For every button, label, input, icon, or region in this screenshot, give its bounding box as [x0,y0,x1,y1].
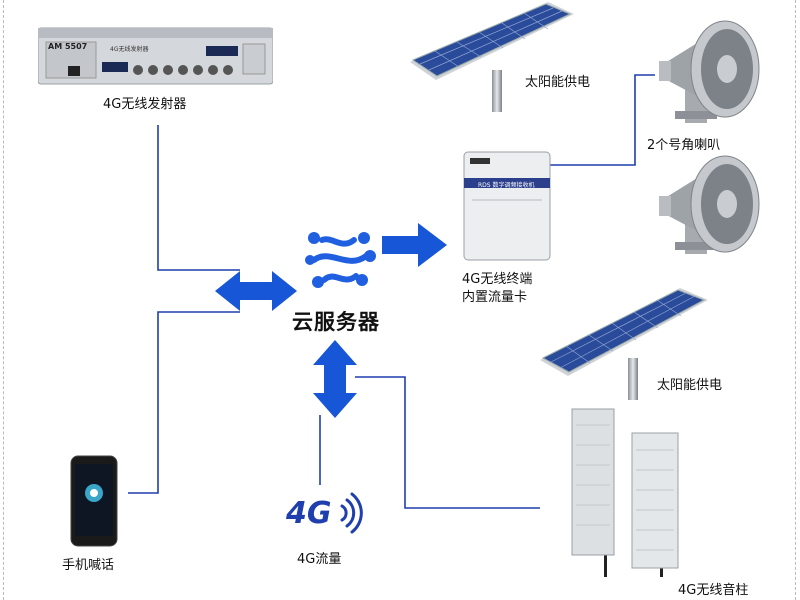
cloud-label: 云服务器 [292,310,380,334]
terminal-label-2: 内置流量卡 [462,290,528,305]
double-arrow-vertical [313,340,357,418]
wire-horns [548,74,655,166]
flow-label: 4G流量 [297,552,342,567]
right-border [795,0,796,600]
solar-top-label: 太阳能供电 [525,75,591,90]
solar-panel-bottom [532,280,712,405]
horns-label: 2个号角喇叭 [647,138,721,153]
wire-transmitter [157,125,240,271]
horn-speaker-2 [655,150,765,260]
left-border [3,0,4,600]
phone-label: 手机喊话 [62,558,115,573]
double-arrow-horizontal [215,271,297,311]
wire-columns [355,376,540,509]
terminal-box-title: RDS 数字调频接收机 [478,182,535,189]
amp-model: 4G无线发射器 [110,46,149,53]
cloud-server-icon [300,226,380,292]
4g-text: 4G [286,496,332,531]
horn-speaker-1 [655,15,765,127]
4g-icon: 4G [286,486,366,544]
column-label: 4G无线音柱 [678,583,749,598]
wire-phone [128,311,240,494]
amp-brand: AM 5507 [48,42,88,51]
terminal-box: RDS 数字调频接收机 [462,150,552,262]
solar-bottom-label: 太阳能供电 [657,378,723,393]
solar-panel-top [398,0,583,125]
transmitter-label: 4G无线发射器 [103,97,187,112]
transmitter-device: AM 5507 4G无线发射器 [37,18,274,90]
terminal-label-1: 4G无线终端 [462,272,533,287]
arrow-right [382,223,447,267]
phone-device [70,455,118,547]
column-speakers [560,405,685,577]
